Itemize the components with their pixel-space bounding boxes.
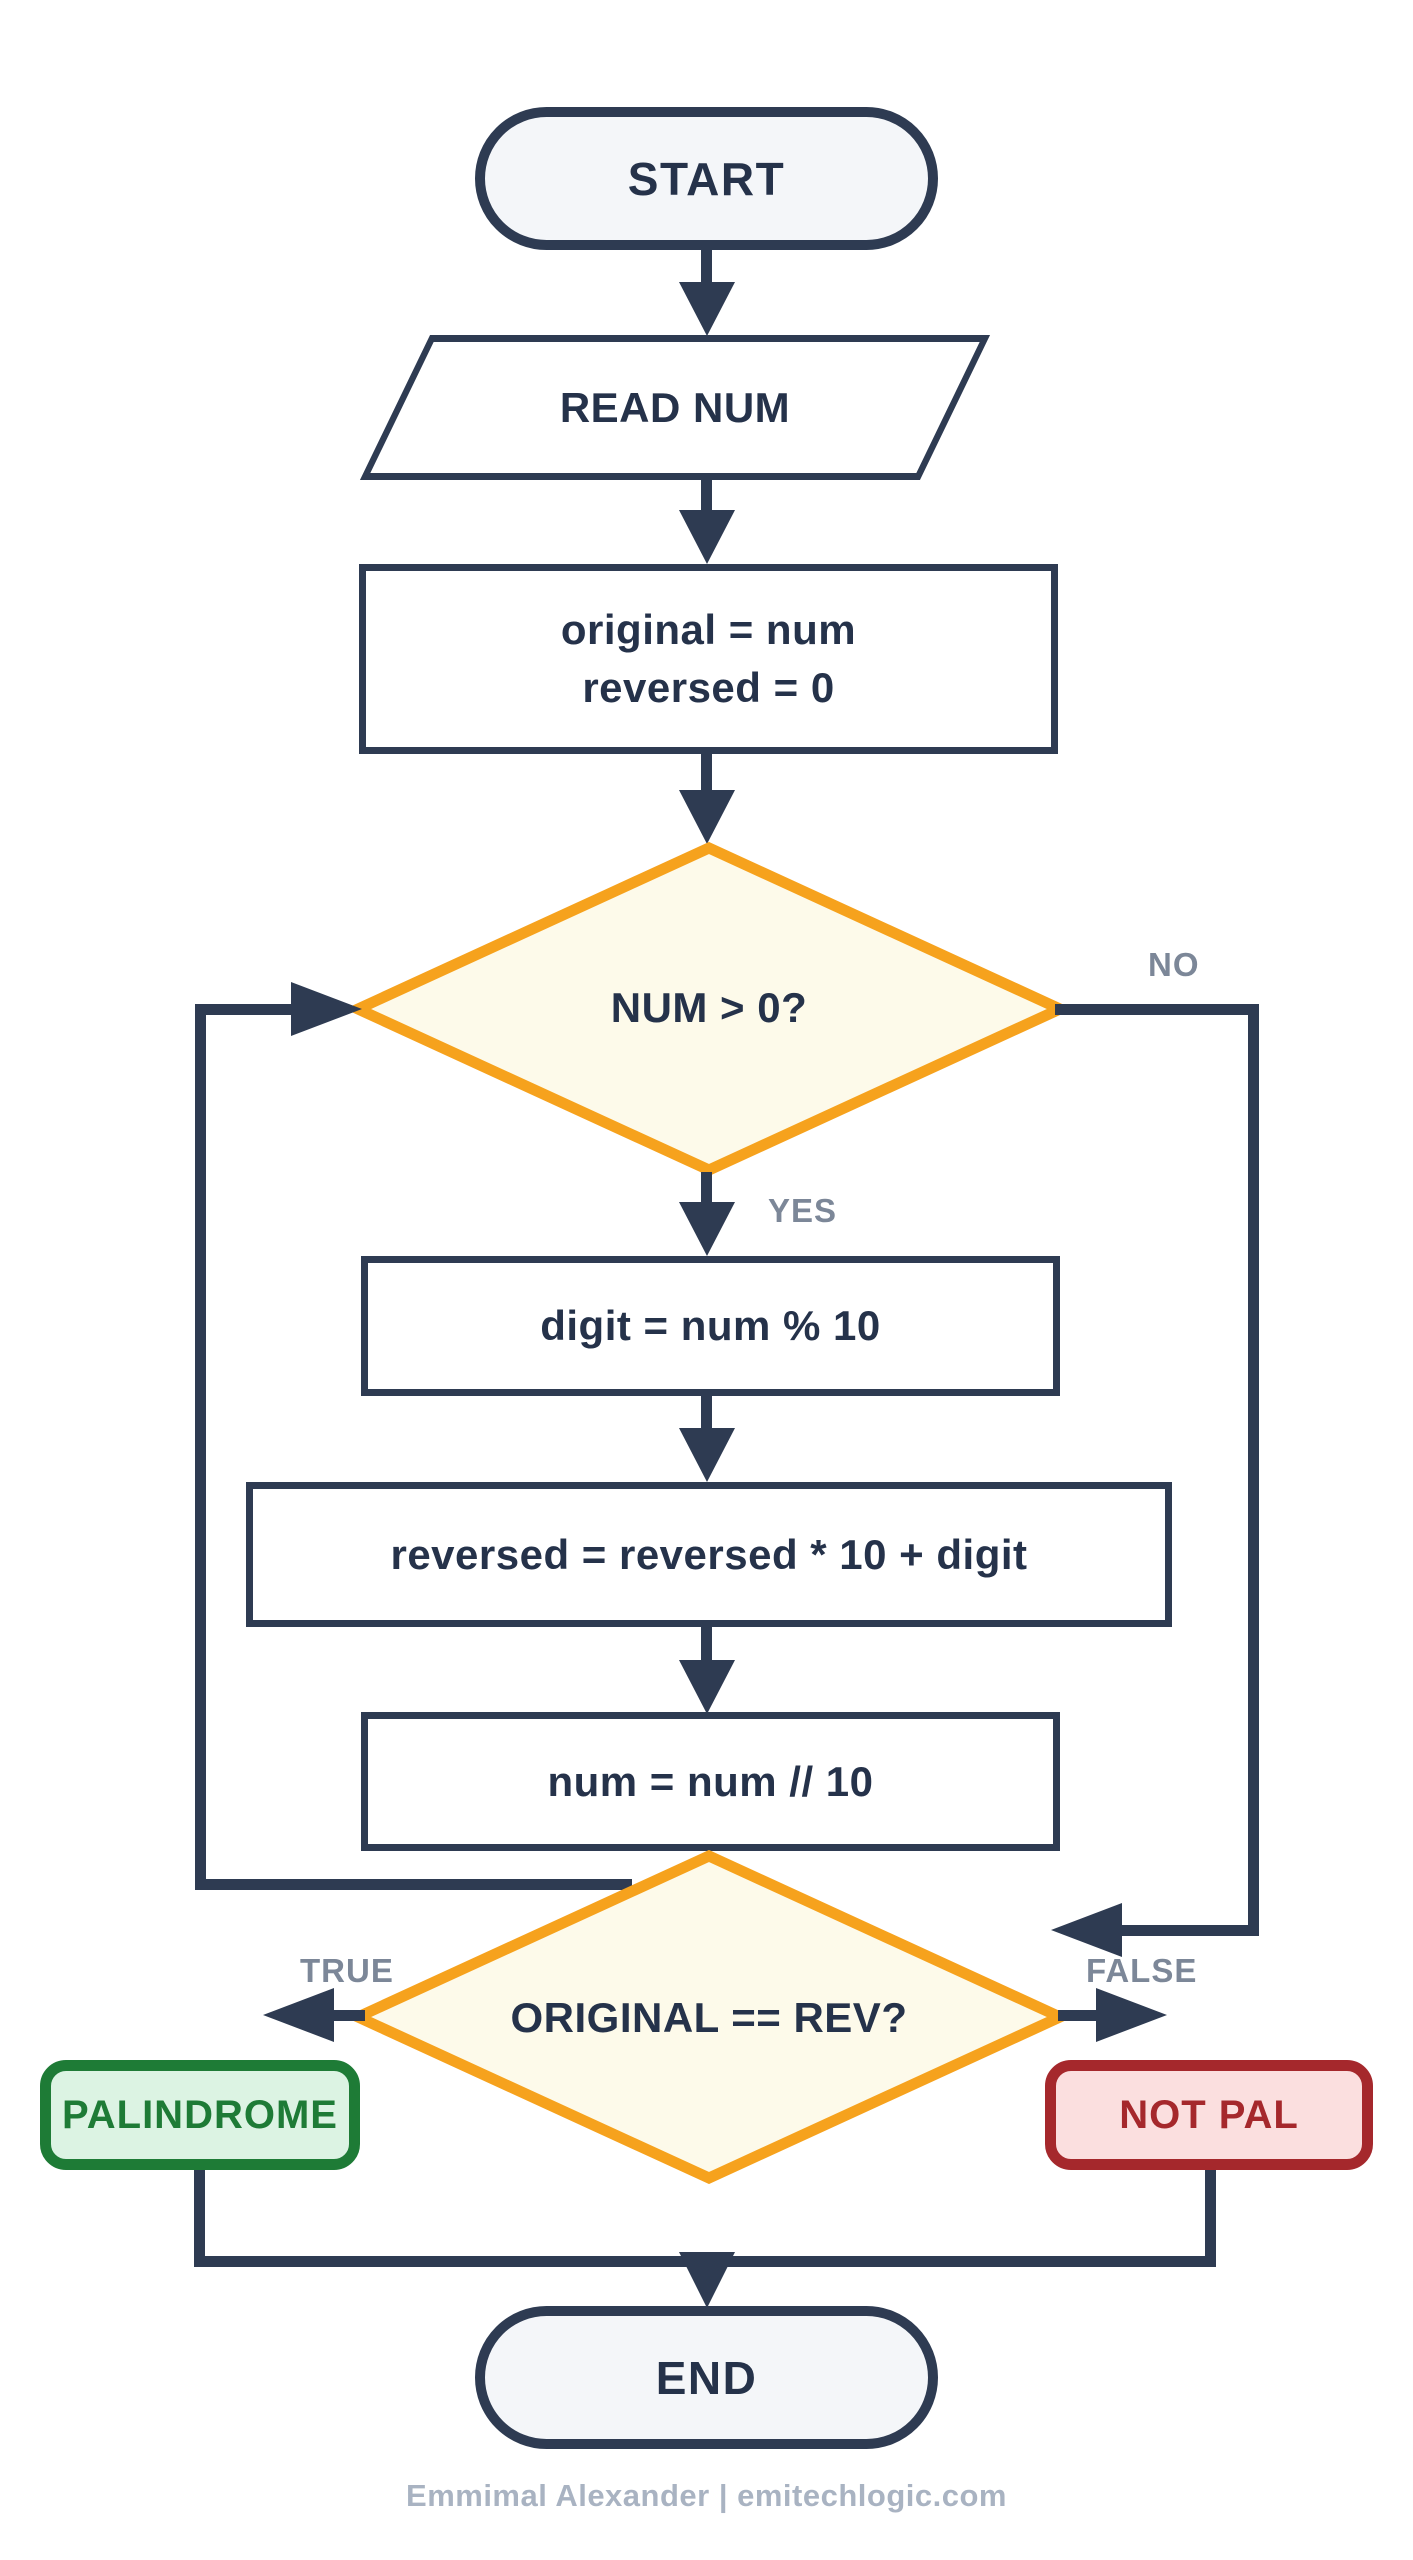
edge-no-vertical (1248, 1004, 1259, 1936)
edge-no-horizontal (1055, 1004, 1259, 1015)
arrow-down-icon (679, 1660, 735, 1714)
arrow-left-icon (1051, 1903, 1122, 1957)
arrow-right-icon (291, 982, 362, 1036)
decision-diamond-shape (352, 842, 1066, 1176)
init-line1: original = num (560, 606, 857, 653)
no-edge-label: NO (1148, 946, 1200, 983)
not-pal-node: NOT PAL (1045, 2060, 1373, 2170)
start-node-label: START (627, 152, 786, 205)
start-node: START (475, 107, 938, 250)
edge-notpal-down (1205, 2170, 1216, 2267)
loop-condition-label: NUM > 0? (610, 984, 808, 1031)
arrow-down-icon (679, 282, 735, 336)
init-line2: reversed = 0 (582, 664, 835, 711)
extract-digit-box: digit = num % 10 (361, 1256, 1060, 1396)
truncate-num-label: num = num // 10 (547, 1757, 874, 1805)
truncate-num-box: num = num // 10 (361, 1712, 1060, 1851)
arrow-left-icon (263, 1988, 334, 2042)
arrow-down-icon (679, 1428, 735, 1482)
end-node: END (475, 2306, 938, 2449)
init-box: original = num reversed = 0 (359, 564, 1058, 754)
edge-loop-bottom (195, 1879, 632, 1890)
not-pal-label: NOT PAL (1119, 2092, 1299, 2137)
arrow-down-icon (679, 2252, 735, 2308)
edge-no-return (1122, 1925, 1259, 1936)
arrow-down-icon (679, 1202, 735, 1256)
yes-edge-label: YES (768, 1192, 838, 1229)
palindrome-label: PALINDROME (62, 2092, 338, 2137)
edge-loop-top (195, 1004, 295, 1015)
read-num-label: READ NUM (559, 383, 791, 431)
extract-digit-label: digit = num % 10 (540, 1302, 881, 1349)
read-num-label-wrap: READ NUM (395, 335, 955, 480)
edge-read-init-stem (701, 480, 712, 514)
decision-diamond-shape (352, 1850, 1066, 2184)
build-reversed-label: reversed = reversed * 10 + digit (390, 1530, 1028, 1578)
true-edge-label: TRUE (300, 1952, 394, 1989)
final-condition-label: ORIGINAL == REV? (510, 1994, 908, 2041)
edge-init-cond-stem (701, 754, 712, 792)
edge-true-stem (333, 2010, 365, 2021)
false-edge-label: FALSE (1086, 1952, 1198, 1989)
build-reversed-box: reversed = reversed * 10 + digit (246, 1482, 1172, 1627)
arrow-down-icon (679, 790, 735, 844)
edge-palindrome-down (194, 2170, 205, 2267)
final-condition-diamond (352, 1850, 1066, 2184)
footer-credit: Emmimal Alexander | emitechlogic.com (406, 2478, 1007, 2513)
end-node-label: END (655, 2351, 758, 2404)
edge-false-stem (1058, 2010, 1098, 2021)
edge-loop-vertical (195, 1004, 206, 1890)
edge-yes-stem (701, 1172, 712, 1206)
arrow-down-icon (679, 510, 735, 564)
arrow-right-icon (1096, 1988, 1167, 2042)
loop-condition-diamond (352, 842, 1066, 1176)
edge-rev-num-stem (701, 1627, 712, 1662)
palindrome-node: PALINDROME (40, 2060, 360, 2170)
edge-digit-rev-stem (701, 1396, 712, 1430)
edge-start-read-stem (701, 248, 712, 286)
